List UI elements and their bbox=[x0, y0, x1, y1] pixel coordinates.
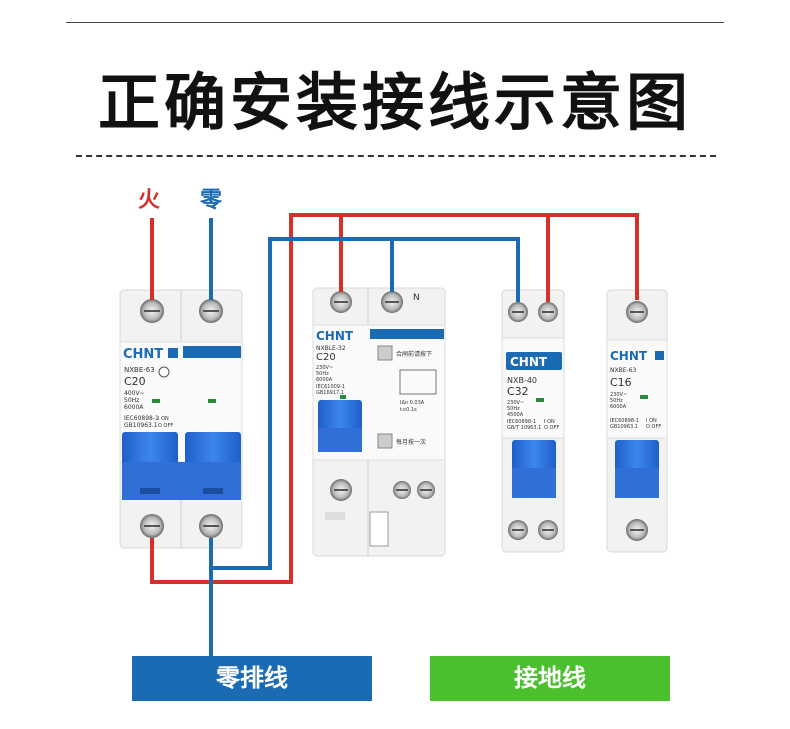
svg-text:C32: C32 bbox=[507, 385, 529, 398]
svg-text:GB10963.1: GB10963.1 bbox=[124, 422, 158, 429]
svg-text:C20: C20 bbox=[316, 352, 336, 363]
svg-text:I ON: I ON bbox=[646, 418, 657, 424]
svg-text:230V~: 230V~ bbox=[507, 400, 524, 406]
page-title: 正确安装接线示意图 bbox=[97, 66, 692, 139]
svg-text:50Hz: 50Hz bbox=[507, 406, 520, 412]
ground-wire-label: 接地线 bbox=[430, 656, 670, 701]
svg-text:50Hz: 50Hz bbox=[316, 371, 329, 377]
svg-text:每月按一次: 每月按一次 bbox=[396, 438, 426, 446]
svg-text:I ON: I ON bbox=[158, 416, 169, 422]
svg-text:C20: C20 bbox=[124, 375, 146, 388]
svg-text:50Hz: 50Hz bbox=[124, 397, 139, 404]
svg-text:6000A: 6000A bbox=[124, 404, 144, 411]
svg-text:O OFF: O OFF bbox=[646, 424, 661, 430]
svg-text:CHNT: CHNT bbox=[316, 329, 354, 343]
svg-text:IΔn 0.03A: IΔn 0.03A bbox=[400, 400, 425, 406]
svg-text:CHNT: CHNT bbox=[610, 349, 648, 363]
svg-text:NXBE-63: NXBE-63 bbox=[124, 366, 155, 374]
svg-text:GB16917.1: GB16917.1 bbox=[316, 390, 344, 396]
svg-text:CHNT: CHNT bbox=[510, 355, 548, 369]
breaker-2: CHNT NXBLE-32 C20 230V~ 50Hz 6000A IEC61… bbox=[312, 287, 446, 557]
svg-text:I ON: I ON bbox=[544, 419, 555, 425]
svg-text:50Hz: 50Hz bbox=[610, 398, 623, 404]
top-rule bbox=[66, 22, 724, 23]
svg-text:t≤0.1s: t≤0.1s bbox=[400, 407, 417, 413]
breaker-4: CHNT NXBE-63 C16 230V~ 50Hz 6000A IEC608… bbox=[606, 289, 668, 553]
svg-text:GB/T 10963.1: GB/T 10963.1 bbox=[507, 425, 541, 431]
svg-text:6000A: 6000A bbox=[610, 404, 627, 410]
neutral-wire-label: 零 bbox=[200, 188, 223, 213]
svg-text:IEC60898-1: IEC60898-1 bbox=[507, 419, 536, 425]
live-wires bbox=[150, 213, 639, 584]
svg-text:NXB-40: NXB-40 bbox=[507, 376, 537, 385]
svg-text:O OFF: O OFF bbox=[544, 425, 559, 431]
neutral-bar-label: 零排线 bbox=[132, 656, 372, 701]
svg-text:IEC61009-1: IEC61009-1 bbox=[316, 384, 345, 390]
breaker-1-brand: CHNT bbox=[123, 347, 163, 362]
svg-text:4500A: 4500A bbox=[507, 412, 524, 418]
live-wire-label: 火 bbox=[138, 188, 161, 213]
svg-text:230V~: 230V~ bbox=[316, 365, 333, 371]
svg-text:合闸前请按下: 合闸前请按下 bbox=[396, 350, 432, 358]
breaker-3: CHNT NXB-40 C32 230V~ 50Hz 4500A IEC6089… bbox=[501, 289, 565, 553]
svg-text:IEC60898-1: IEC60898-1 bbox=[610, 418, 639, 424]
breaker-1: CHNT NXBE-63 C20 400V~ 50Hz 6000A IEC608… bbox=[119, 289, 243, 549]
svg-text:O OFF: O OFF bbox=[158, 423, 173, 429]
svg-text:GB10963.1: GB10963.1 bbox=[610, 424, 638, 430]
svg-text:6000A: 6000A bbox=[316, 377, 333, 383]
svg-text:NXBE-63: NXBE-63 bbox=[610, 367, 636, 374]
svg-text:NXBLE-32: NXBLE-32 bbox=[316, 345, 346, 352]
neutral-wires bbox=[209, 218, 520, 658]
svg-text:400V~: 400V~ bbox=[124, 390, 145, 397]
dashed-divider bbox=[76, 155, 716, 157]
svg-text:230V~: 230V~ bbox=[610, 392, 627, 398]
svg-text:N: N bbox=[413, 293, 420, 303]
svg-text:IEC60898-1: IEC60898-1 bbox=[124, 415, 159, 422]
svg-text:C16: C16 bbox=[610, 376, 632, 389]
